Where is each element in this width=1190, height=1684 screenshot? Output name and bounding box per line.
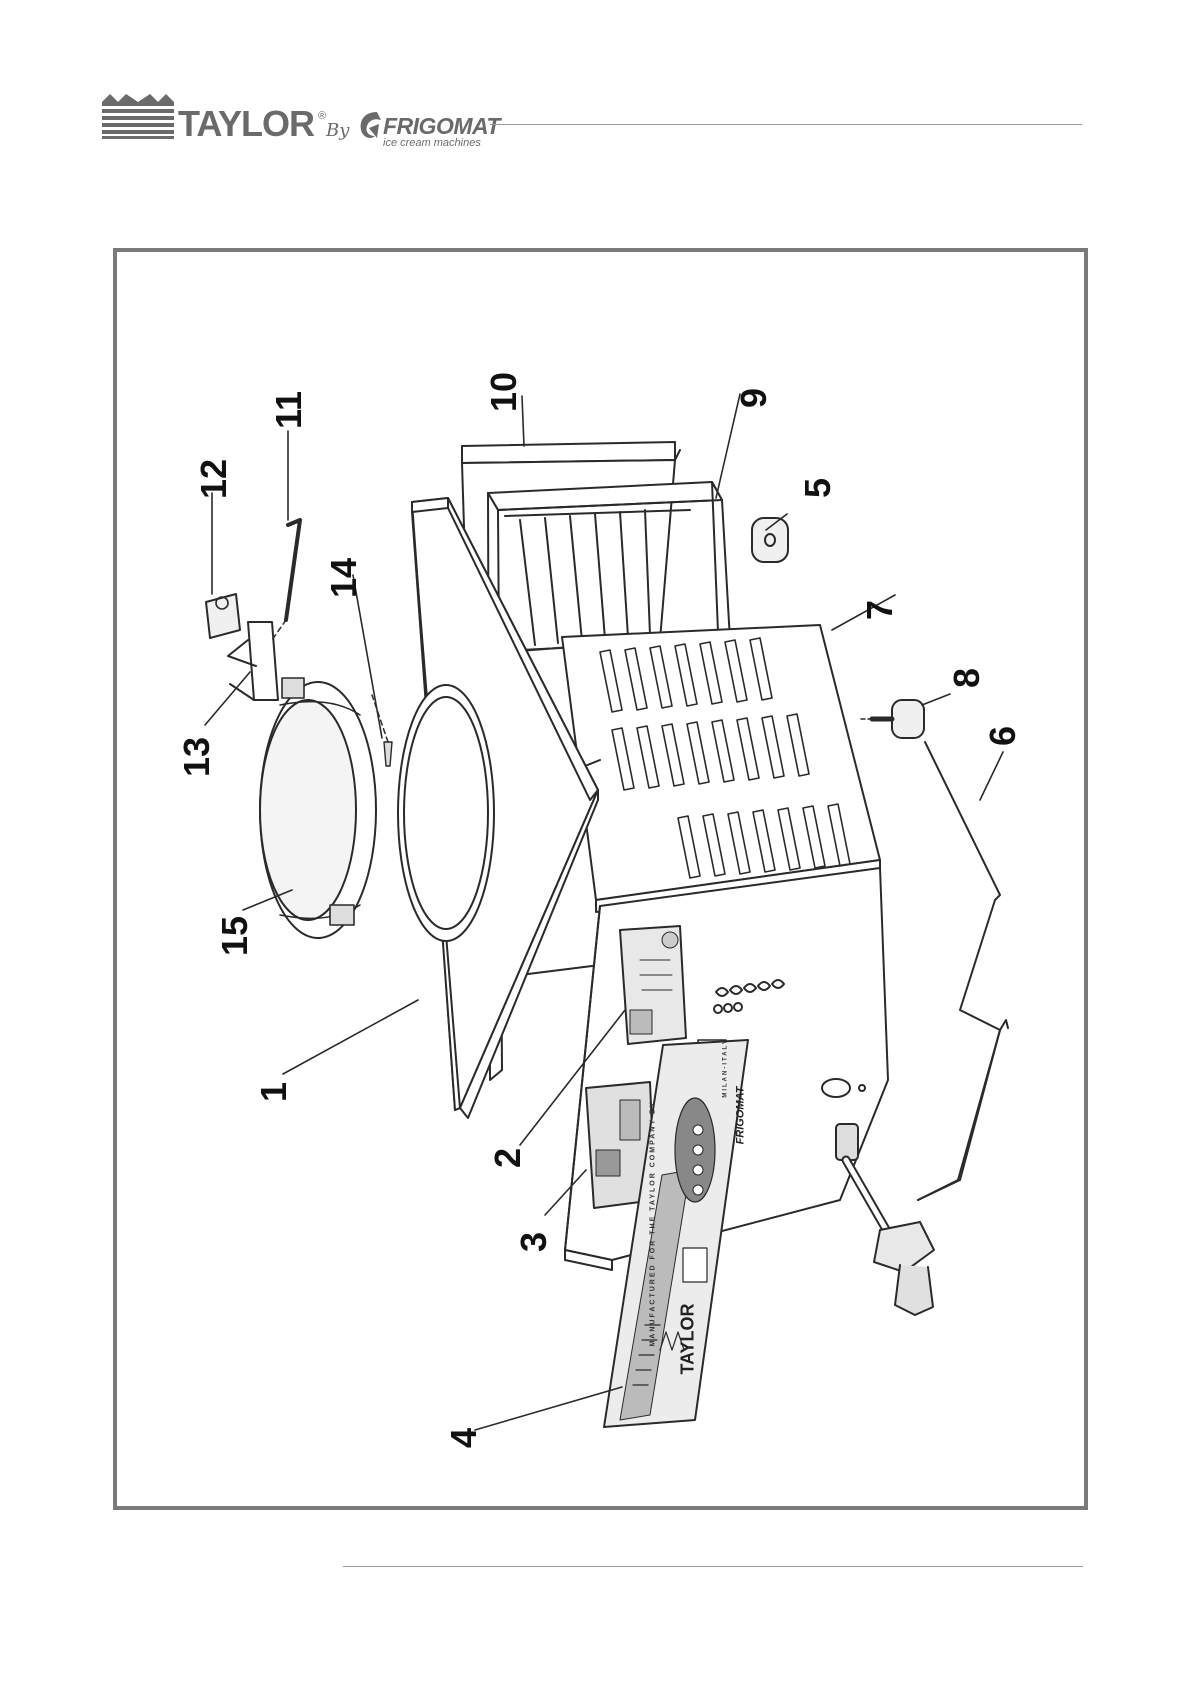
part-14-screw xyxy=(372,695,392,766)
callout-4: 4 xyxy=(446,1428,482,1448)
part-6-bottom-plate xyxy=(918,742,1008,1200)
callout-5: 5 xyxy=(800,478,836,498)
callout-1: 1 xyxy=(256,1082,292,1102)
decal-brand: TAYLOR xyxy=(679,1303,697,1374)
callout-15: 15 xyxy=(217,916,253,956)
part-15-lid xyxy=(260,678,376,938)
footer-rule xyxy=(343,1566,1083,1567)
callout-7: 7 xyxy=(862,600,898,620)
decal-location: MILAN-ITALY xyxy=(723,1038,729,1097)
callout-8: 8 xyxy=(949,668,985,688)
callout-13: 13 xyxy=(179,737,215,777)
callout-14: 14 xyxy=(326,558,362,598)
callout-3: 3 xyxy=(516,1232,552,1252)
callout-6: 6 xyxy=(985,726,1021,746)
decal-manufactured-line: MANUFACTURED FOR THE TAYLOR COMPANY BY xyxy=(650,1100,657,1346)
callout-9: 9 xyxy=(736,388,772,408)
part-7-side-panel xyxy=(562,625,880,912)
dispenser-valve xyxy=(836,1124,934,1315)
callout-11: 11 xyxy=(271,391,307,429)
part-5-foot xyxy=(752,518,788,562)
decal-partner: FRIGOMAT xyxy=(735,1087,746,1145)
callout-12: 12 xyxy=(196,459,232,499)
callout-10: 10 xyxy=(486,372,522,412)
callout-2: 2 xyxy=(490,1148,526,1168)
part-11-pin-rod xyxy=(272,520,300,640)
part-12-hinge-block xyxy=(206,594,240,638)
part-2-control-board xyxy=(620,926,686,1044)
part-8-foot xyxy=(858,700,924,738)
